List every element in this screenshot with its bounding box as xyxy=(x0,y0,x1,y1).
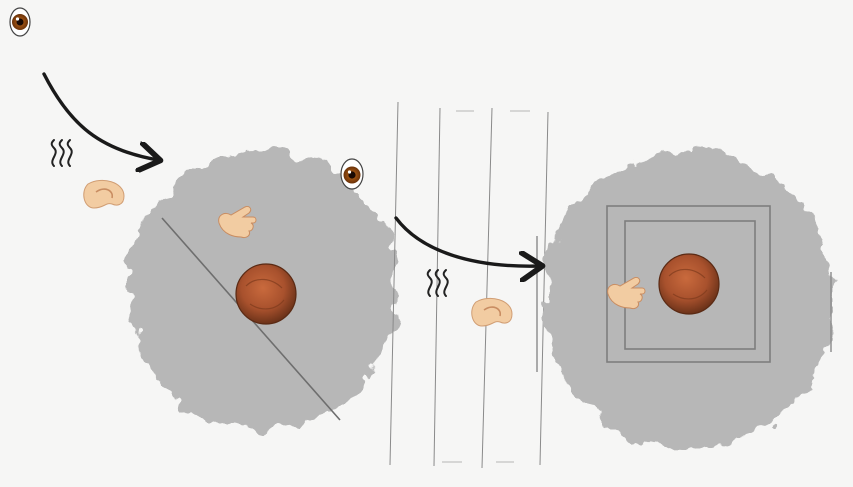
panel-left xyxy=(10,8,397,430)
curved-arrow xyxy=(396,218,540,266)
sound-waves-icon xyxy=(52,140,72,166)
ear-icon xyxy=(472,298,512,326)
panel-right xyxy=(341,150,833,450)
eye-icon xyxy=(341,159,363,189)
separator-lines xyxy=(390,102,548,468)
head-top-view xyxy=(659,254,719,314)
eye-icon xyxy=(10,8,30,36)
ear-icon xyxy=(84,180,124,208)
head-top-view xyxy=(236,264,296,324)
